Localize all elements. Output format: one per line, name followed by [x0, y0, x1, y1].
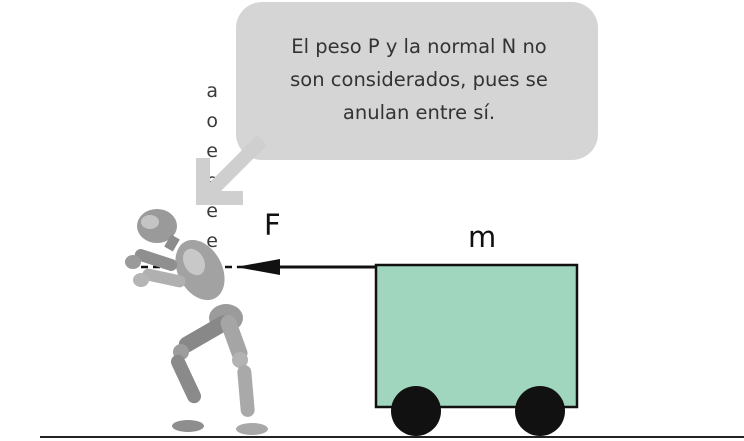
cut-off-letter: a	[206, 80, 218, 102]
mass-label: m	[468, 220, 497, 254]
cut-off-letter: o	[206, 110, 218, 132]
cut-off-letter: e	[206, 230, 218, 252]
speech-bubble	[236, 2, 598, 160]
cut-off-letter: e	[206, 140, 218, 162]
pointer-arrow-icon	[196, 135, 267, 205]
force-label: F	[264, 208, 281, 242]
cut-off-letter: e	[206, 200, 218, 222]
cart-wheel-right	[515, 386, 565, 436]
bubble-line-2: son considerados, pues se	[290, 68, 548, 91]
cart	[374, 263, 579, 436]
mannequin-figure	[125, 209, 268, 435]
bubble-line-1: El peso P y la normal N no	[291, 35, 547, 58]
cart-body	[374, 263, 579, 409]
cart-wheel-left	[391, 386, 441, 436]
speech-bubble-text: El peso P y la normal N no son considera…	[246, 30, 592, 129]
bubble-line-3: anulan entre sí.	[342, 101, 496, 124]
